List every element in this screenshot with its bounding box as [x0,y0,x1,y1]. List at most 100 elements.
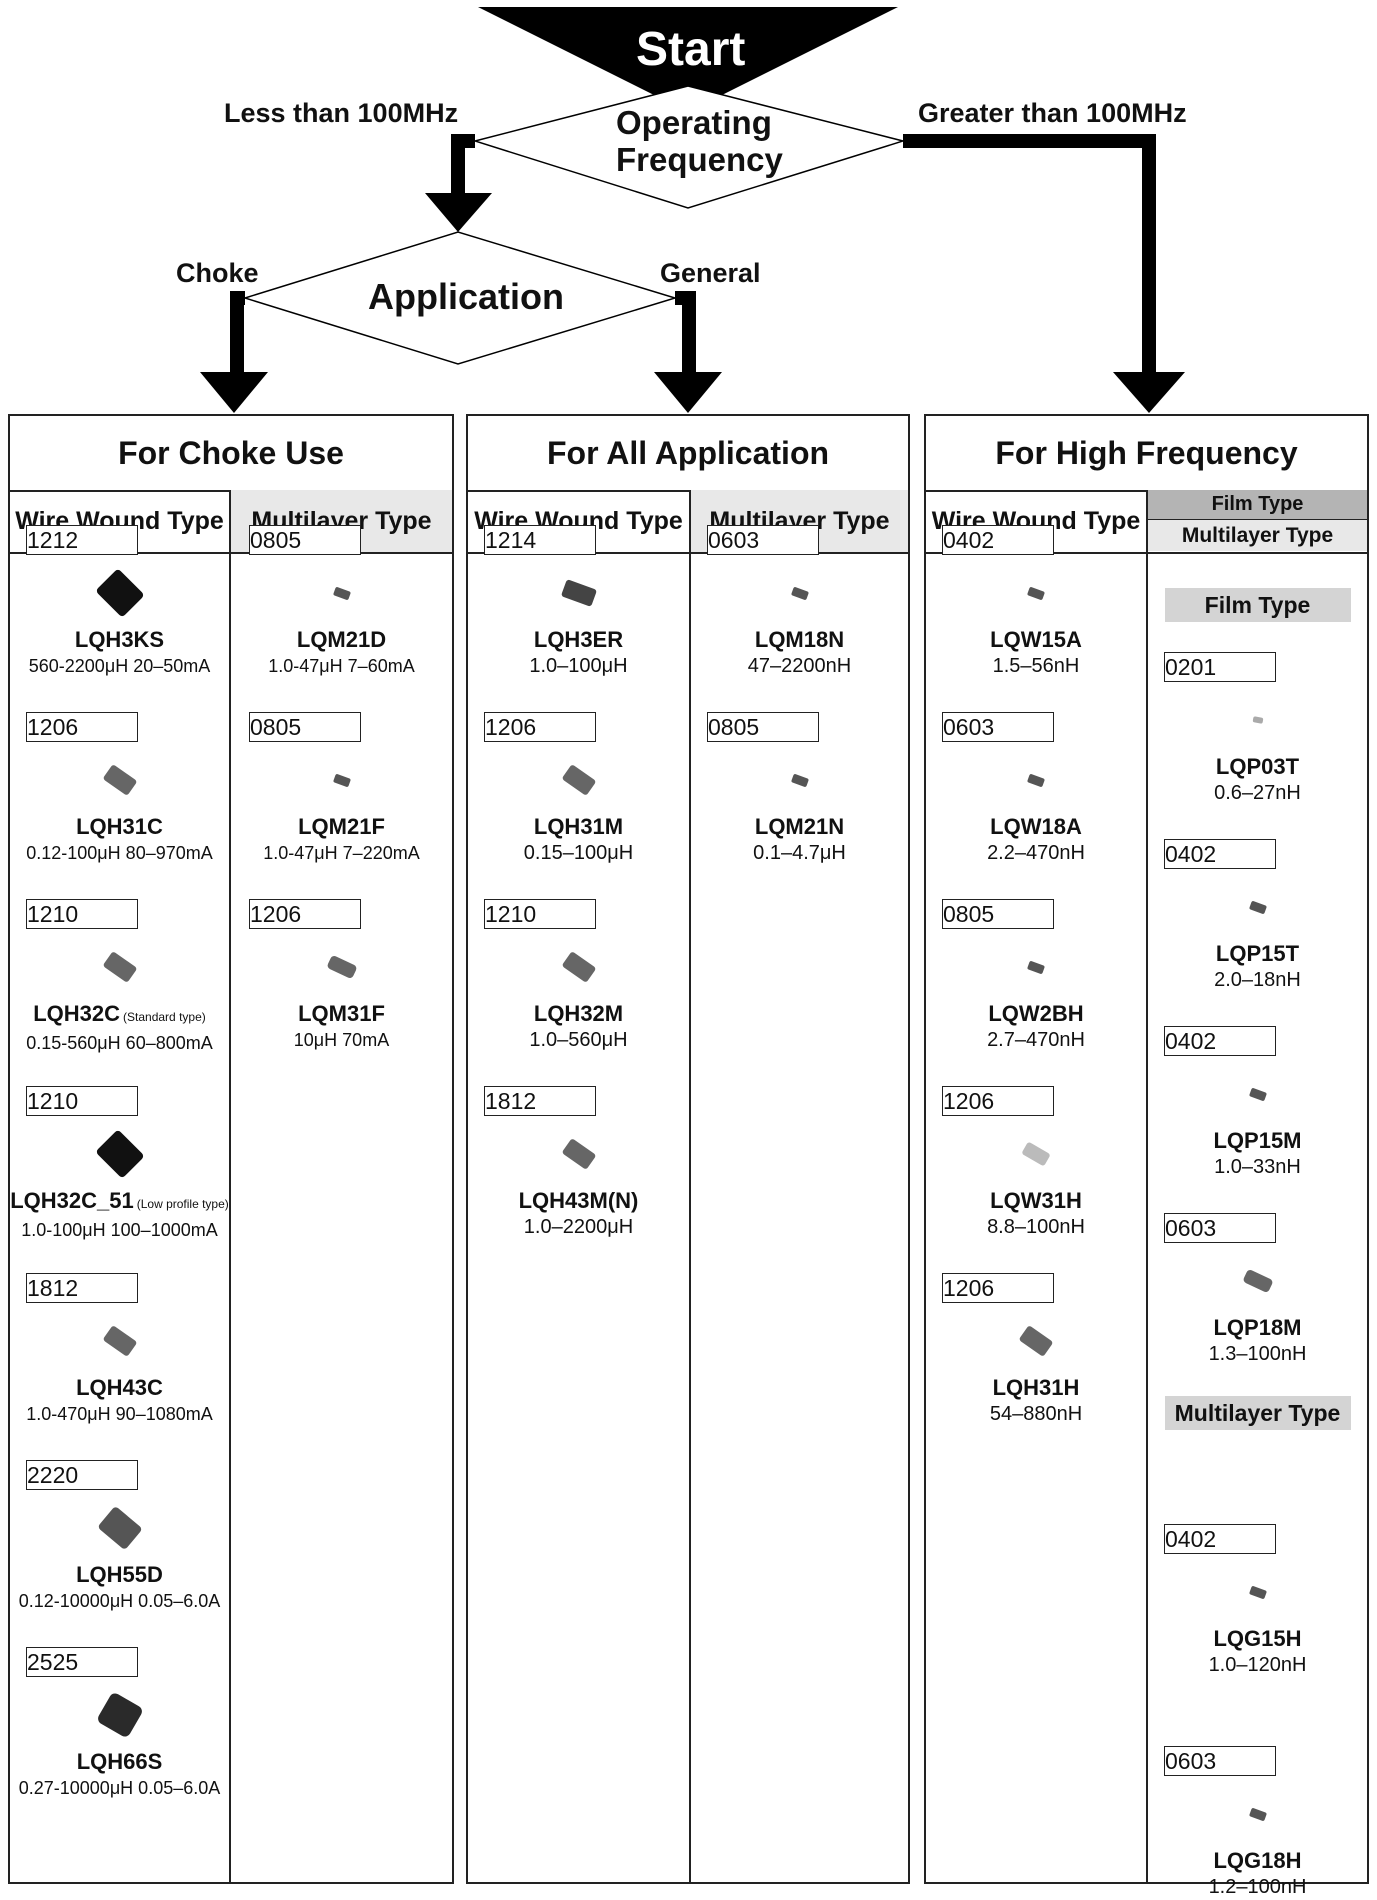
panel-choke-title: For Choke Use [10,416,452,492]
product-name: LQW2BH [988,1001,1084,1026]
high-multi-header: Film Type Multilayer Type [1148,490,1367,554]
product-name-line: LQW2BH [926,1001,1146,1027]
product-name: LQM21D [296,627,387,652]
product-name: LQP15T [1215,941,1300,966]
size-code-box: 0201 [1164,652,1276,682]
flowchart [200,7,1185,413]
arrow-to-all [654,372,722,413]
wirewound-gray-icon [561,764,596,796]
product-range: 1.0-470μH 90–1080mA [26,1404,213,1424]
product-range: 8.8–100nH [987,1216,1085,1238]
product-range: 0.27-10000μH 0.05–6.0A [18,1778,221,1798]
product-range: 0.1–4.7μH [753,842,846,864]
size-code-box: 1212 [26,525,138,555]
size-code-box: 1206 [942,1273,1054,1303]
product-range: 0.12-10000μH 0.05–6.0A [18,1591,221,1611]
product-name-line: LQH32C_51(Low profile type) [10,1188,229,1217]
product-range: 47–2200nH [747,655,852,677]
size-code-box: 1812 [484,1086,596,1116]
less-than-label: Less than 100MHz [224,98,459,128]
size-code-box: 1206 [484,712,596,742]
chip-light-icon [1021,1141,1051,1167]
product-range: 0.6–27nH [1214,782,1301,804]
product-name-line: LQH43C [10,1375,229,1401]
size-code-box: 1210 [26,1086,138,1116]
panel-high-title: For High Frequency [926,416,1367,492]
high-multi-header-multilayer: Multilayer Type [1148,520,1367,551]
product-range: 1.0–560μH [529,1029,628,1051]
wirewound-dark-icon [560,579,597,607]
product-name: LQG18H [1213,1848,1302,1873]
product-name-line: LQH55D [10,1562,229,1588]
size-code-box: 1214 [484,525,596,555]
product-name-line: LQP18M [1148,1315,1367,1341]
size-code-box: 1206 [249,899,361,929]
chip-small-icon [1248,1087,1267,1101]
product-range: 1.0-47μH 7–60mA [268,656,415,676]
product-name: LQH31M [533,814,624,839]
product-range: 1.0–33nH [1214,1156,1301,1178]
product-name: LQM21F [298,814,385,839]
size-code-box: 0805 [707,712,819,742]
chip-small-icon [1026,586,1046,600]
product-name: LQP18M [1213,1315,1302,1340]
connector-general [675,291,696,376]
size-code-box: 0603 [942,712,1054,742]
size-code-box: 0805 [249,525,361,555]
product-name: LQH32C_51 [10,1188,134,1213]
product-range: 1.2–100nH [1208,1876,1307,1898]
high-column-divider [1146,490,1148,1882]
size-code-box: 0805 [249,712,361,742]
product-name-line: LQM18N [691,627,908,653]
product-name: LQH43M(N) [518,1188,639,1213]
product-name-line: LQH31H [926,1375,1146,1401]
size-code-box: 0402 [1164,839,1276,869]
chip-medium-icon [1241,1268,1274,1294]
start-label: Start [636,23,746,76]
wirewound-large-icon [96,1505,143,1551]
panel-all-application: For All Application Wire Wound Type 1214… [466,414,910,1884]
product-name-line: LQH32M [468,1001,689,1027]
product-name: LQH55D [76,1562,163,1587]
choke-column-divider [229,490,231,1882]
film-type-subheader: Film Type [1164,588,1351,622]
product-name: LQW18A [990,814,1082,839]
product-name: LQH3KS [74,627,165,652]
product-range: 0.15-560μH 60–800mA [26,1033,213,1053]
product-note: (Low profile type) [136,1197,229,1211]
product-name: LQH31H [992,1375,1080,1400]
product-range: 0.12-100μH 80–970mA [26,843,213,863]
size-code-box: 0402 [1164,1524,1276,1554]
product-name: LQH3ER [533,627,624,652]
wirewound-gray-icon [1018,1325,1054,1357]
size-code-box: 1210 [26,899,138,929]
chip-medium-icon [325,954,358,980]
product-range: 1.0–120nH [1208,1654,1307,1676]
size-code-box: 0402 [1164,1026,1276,1056]
product-name-line: LQH3KS [10,627,229,653]
size-code-box: 0805 [942,899,1054,929]
chip-small-icon [1248,900,1267,914]
product-name-line: LQM31F [231,1001,452,1027]
size-code-box: 0603 [707,525,819,555]
product-name: LQH32C [33,1001,121,1026]
size-code-box: 1210 [484,899,596,929]
product-note: (Standard type) [123,1010,206,1024]
greater-than-label: Greater than 100MHz [918,98,1187,128]
start-triangle [478,7,898,112]
